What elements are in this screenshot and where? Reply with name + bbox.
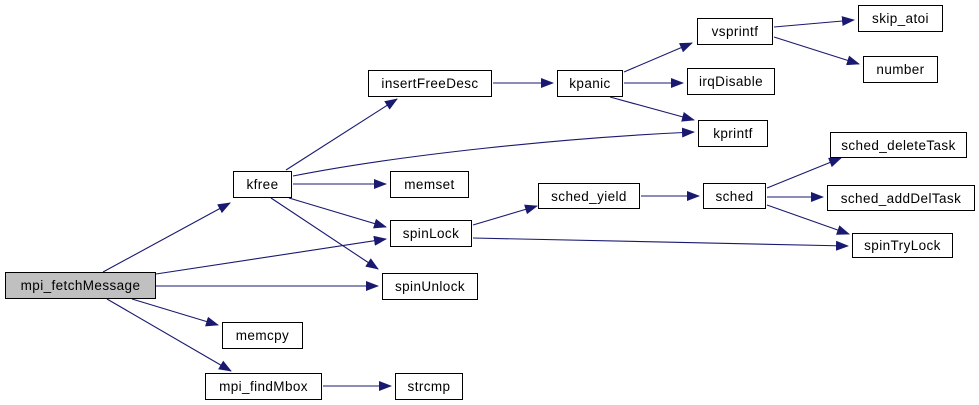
node-strcmp[interactable]: strcmp	[395, 373, 463, 400]
edge-mpi_fetchMessage-to-spinLock	[155, 235, 387, 275]
node-sched_yield[interactable]: sched_yield	[538, 183, 640, 209]
node-number[interactable]: number	[863, 56, 938, 83]
node-irqDisable[interactable]: irqDisable	[687, 68, 775, 95]
edge-vsprintf-to-number	[773, 36, 860, 66]
node-sched[interactable]: sched	[703, 183, 766, 209]
node-sched_addDelTask[interactable]: sched_addDelTask	[827, 185, 975, 211]
edge-kfree-to-kprintf	[292, 127, 695, 177]
edge-kfree-to-insertFreeDesc	[285, 98, 398, 171]
edge-sched-to-spinTryLock	[766, 204, 850, 235]
node-spinLock[interactable]: spinLock	[390, 220, 472, 247]
edge-kfree-to-spinLock	[288, 197, 387, 229]
node-insertFreeDesc[interactable]: insertFreeDesc	[368, 70, 492, 97]
node-spinTryLock[interactable]: spinTryLock	[852, 233, 953, 258]
node-sched_deleteTask[interactable]: sched_deleteTask	[830, 132, 967, 158]
edge-spinLock-to-spinTryLock	[472, 237, 849, 251]
edge-sched-to-sched_deleteTask	[766, 157, 842, 189]
node-mpi_findMbox[interactable]: mpi_findMbox	[205, 373, 322, 400]
node-spinUnlock[interactable]: spinUnlock	[382, 273, 478, 300]
edge-group	[102, 16, 860, 391]
edge-mpi_fetchMessage-to-mpi_findMbox	[106, 298, 232, 372]
edge-mpi_fetchMessage-to-kfree	[102, 202, 231, 273]
node-memcpy[interactable]: memcpy	[222, 322, 303, 349]
edge-kpanic-to-kprintf	[609, 96, 695, 122]
node-kprintf[interactable]: kprintf	[698, 120, 768, 147]
node-memset[interactable]: memset	[390, 171, 469, 198]
edge-kfree-to-spinUnlock	[270, 197, 379, 270]
node-kfree[interactable]: kfree	[233, 171, 292, 198]
node-mpi_fetchMessage: mpi_fetchMessage	[5, 272, 156, 299]
edge-spinLock-to-sched_yield	[472, 204, 538, 226]
node-kpanic[interactable]: kpanic	[557, 70, 623, 97]
edge-mpi_fetchMessage-to-memcpy	[131, 298, 219, 327]
edge-vsprintf-to-skip_atoi	[773, 16, 855, 28]
edge-kpanic-to-vsprintf	[623, 42, 693, 73]
node-vsprintf[interactable]: vsprintf	[697, 18, 773, 45]
node-skip_atoi[interactable]: skip_atoi	[858, 5, 943, 32]
